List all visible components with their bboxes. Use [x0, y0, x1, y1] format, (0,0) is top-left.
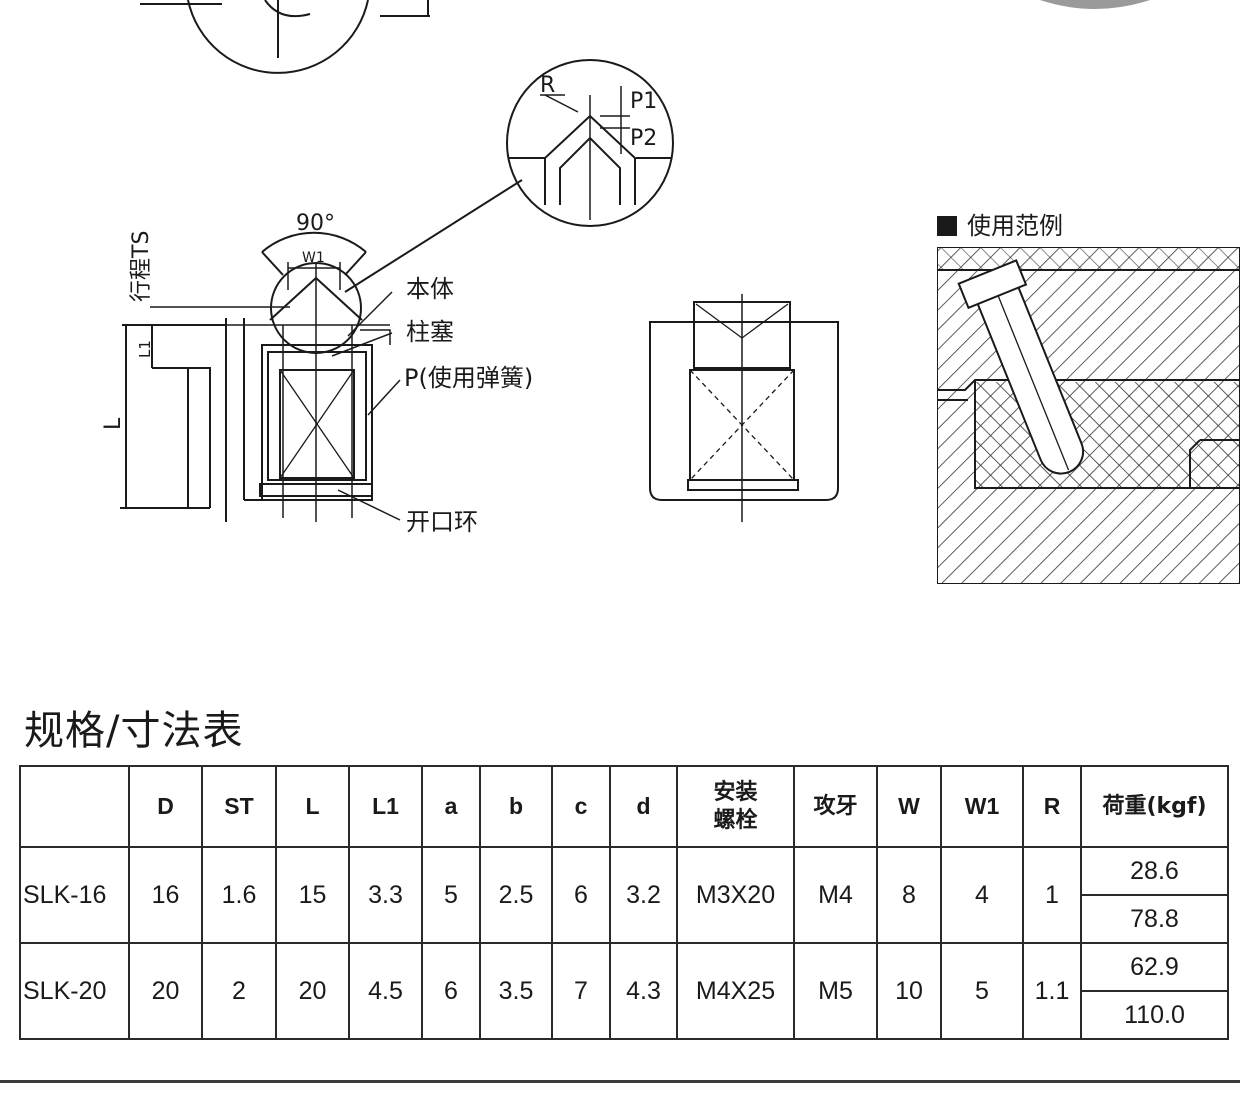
header-bolt-line1: 安装	[713, 780, 758, 805]
header-l1: L1	[348, 765, 423, 848]
header-w: W	[876, 765, 942, 848]
header-tap: 攻牙	[793, 765, 878, 848]
label-angle: 90°	[296, 211, 335, 236]
label-stroke: 行程TS	[129, 231, 154, 302]
cell-b: 3.5	[479, 942, 553, 1040]
tip-detail-circle	[506, 59, 674, 227]
cell-load: 28.6	[1080, 846, 1229, 896]
table-row: 78.8	[20, 894, 1229, 944]
header-dd: d	[609, 765, 678, 848]
cell-a: 5	[421, 846, 481, 944]
header-st: ST	[201, 765, 277, 848]
label-l1: L1	[136, 340, 154, 358]
header-bolt-line2: 螺栓	[713, 807, 758, 833]
cell-tap: M5	[793, 942, 878, 1040]
table-header-row: D ST L L1 a b c d 安装螺栓 攻牙 W W1 R 荷重(kgf)	[19, 765, 1229, 848]
callout-spring: P(使用弹簧)	[404, 364, 533, 392]
cell-c: 6	[551, 846, 611, 944]
cell-w: 8	[876, 846, 942, 944]
usage-example	[937, 247, 1240, 584]
header-d: D	[128, 765, 203, 848]
bottom-divider	[0, 1080, 1240, 1101]
cell-tap: M4	[793, 846, 878, 944]
label-r: R	[540, 73, 555, 98]
cell-w: 10	[876, 942, 942, 1040]
cell-w1: 4	[940, 846, 1024, 944]
cell-st: 1.6	[201, 846, 277, 944]
cell-c: 7	[551, 942, 611, 1040]
cell-a: 6	[421, 942, 481, 1040]
cell-load: 78.8	[1080, 894, 1229, 944]
cell-dd: 3.2	[609, 846, 678, 944]
top-detail-circle	[140, 0, 430, 74]
callout-ring: 开口环	[406, 508, 478, 536]
cell-l1: 3.3	[348, 846, 423, 944]
cell-b: 2.5	[479, 846, 553, 944]
header-b: b	[479, 765, 553, 848]
cell-d: 20	[128, 942, 203, 1040]
cell-l1: 4.5	[348, 942, 423, 1040]
header-w1: W1	[940, 765, 1024, 848]
callout-body: 本体	[406, 275, 454, 303]
cell-r: 1.1	[1022, 942, 1082, 1040]
table-row: 110.0	[20, 990, 1229, 1040]
header-model	[19, 765, 130, 848]
detail-leader	[344, 179, 523, 293]
cell-bolt: M4X25	[676, 942, 795, 1040]
label-p1: P1	[630, 89, 657, 114]
label-w1: W1	[302, 250, 325, 266]
gray-disk	[1040, 0, 1150, 9]
cell-r: 1	[1022, 846, 1082, 944]
example-marker	[937, 216, 957, 236]
table-row: SLK-16 16 1.6 15 3.3 5 2.5 6 3.2 M3X20 M…	[19, 846, 1229, 944]
cell-st: 2	[201, 942, 277, 1040]
callout-plunger: 柱塞	[406, 318, 454, 346]
example-title: 使用范例	[967, 212, 1063, 240]
spec-table: D ST L L1 a b c d 安装螺栓 攻牙 W W1 R 荷重(kgf)…	[19, 765, 1229, 1040]
header-a: a	[421, 765, 481, 848]
label-p2: P2	[630, 126, 657, 151]
cell-l: 15	[275, 846, 350, 944]
cell-load: 110.0	[1080, 990, 1229, 1040]
table-row: SLK-20 20 2 20 4.5 6 3.5 7 4.3 M4X25 M5 …	[19, 942, 1229, 1040]
cell-dd: 4.3	[609, 942, 678, 1040]
cell-d: 16	[128, 846, 203, 944]
cell-w1: 5	[940, 942, 1024, 1040]
side-view	[649, 294, 839, 522]
cell-load: 62.9	[1080, 942, 1229, 992]
header-bolt: 安装螺栓	[676, 765, 795, 848]
cell-bolt: M3X20	[676, 846, 795, 944]
header-l: L	[275, 765, 350, 848]
cell-model: SLK-20	[19, 942, 130, 1040]
label-l: L	[101, 417, 126, 430]
header-c: c	[551, 765, 611, 848]
technical-drawing: R P1 P2 90°	[101, 0, 1240, 584]
header-load: 荷重(kgf)	[1080, 765, 1229, 848]
header-r: R	[1022, 765, 1082, 848]
cell-l: 20	[275, 942, 350, 1040]
cell-model: SLK-16	[19, 846, 130, 944]
section-view	[120, 231, 401, 522]
spec-table-title: 规格/寸法表	[24, 708, 244, 754]
